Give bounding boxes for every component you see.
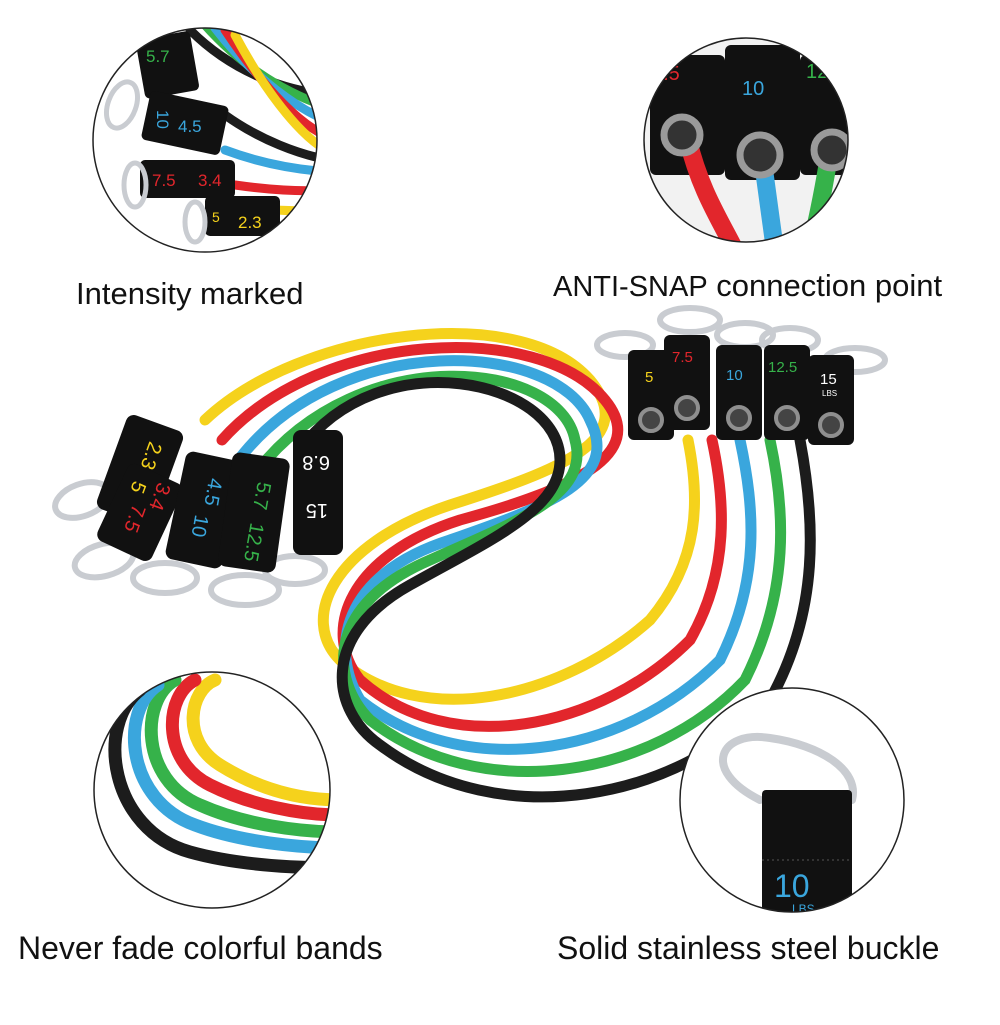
- tr-label-green: 12.5: [806, 61, 845, 83]
- right-carabiners: [594, 305, 888, 375]
- grommet-right-5: [818, 412, 844, 438]
- label-right-green: 12.5: [768, 359, 797, 376]
- detail-circle-buckle: 10 LBS: [679, 687, 905, 916]
- grommet-right-4: [774, 405, 800, 431]
- strap-left-green: [218, 452, 290, 573]
- carabiner-right-2: [657, 305, 723, 335]
- right-handles: 5 7.5 10 12.5 15 LBS: [594, 305, 888, 445]
- label-left-blue-lbs: 10: [187, 513, 213, 539]
- buckle-strap: [762, 790, 852, 912]
- main-tubes: [199, 328, 816, 803]
- tr-label-blue: 10: [742, 78, 764, 100]
- tl-label-green-kg: 5.7: [146, 47, 170, 66]
- tl-label-blue-kg: 4.5: [178, 117, 202, 136]
- grommet-right-1: [638, 407, 664, 433]
- buckle-carabiner: [719, 732, 857, 804]
- caption-colorful-bands: Never fade colorful bands: [18, 930, 383, 966]
- detail-circle-anti-snap: 7.5 10 12.5: [643, 37, 849, 243]
- tl-label-yellow-kg: 2.3: [238, 213, 262, 232]
- detail-circle-colorful: [93, 671, 331, 909]
- strap-left-black: [293, 430, 343, 555]
- label-left-blue-kg: 4.5: [199, 476, 225, 507]
- caption-intensity-marked: Intensity marked: [76, 276, 304, 311]
- carabiner-right-1: [594, 330, 656, 360]
- label-right-blue: 10: [726, 367, 743, 384]
- grommet-right-2: [674, 395, 700, 421]
- strap-left-red: [97, 463, 183, 562]
- tube-yellow: [199, 328, 701, 705]
- label-right-black-unit: LBS: [822, 389, 837, 398]
- caption-steel-buckle: Solid stainless steel buckle: [557, 930, 940, 966]
- tl-label-red-kg: 3.4: [198, 171, 222, 190]
- label-left-black-lbs: 15: [306, 499, 328, 521]
- right-grommets: [638, 395, 844, 438]
- left-straps: [96, 415, 343, 573]
- grommet-right-3: [726, 405, 752, 431]
- tl-label-red-lbs: 7.5: [152, 171, 176, 190]
- detail-circle-intensity: 5.7 10 4.5 7.5 3.4 5 2.3: [92, 27, 318, 253]
- tube-red: [216, 342, 727, 732]
- caption-anti-snap: ANTI-SNAP connection point: [553, 268, 942, 304]
- caption-anti-snap-prefix: ANTI-SNAP: [553, 271, 708, 303]
- left-handles: 5 2.3 7.5 3.4 10 4.5 12.5 5.7 15 6.8: [52, 415, 343, 608]
- label-left-green-kg: 5.7: [248, 480, 274, 511]
- tl-label-blue-lbs: 10: [153, 110, 172, 129]
- label-right-red: 7.5: [672, 349, 693, 366]
- label-right-yellow: 5: [645, 369, 653, 386]
- carabiner-left-4: [208, 572, 282, 608]
- label-right-black: 15: [820, 371, 837, 388]
- caption-anti-snap-rest: connection point: [707, 268, 943, 303]
- buckle-label-unit: LBS: [792, 902, 815, 916]
- label-left-black-kg: 6.8: [302, 451, 330, 473]
- right-strap-labels: 5 7.5 10 12.5 15 LBS: [645, 349, 837, 398]
- tube-black: [294, 377, 816, 803]
- tl-label-yellow-lbs: 5: [212, 209, 220, 225]
- carabiner-left-3: [130, 560, 200, 596]
- buckle-label-lbs: 10: [774, 868, 810, 904]
